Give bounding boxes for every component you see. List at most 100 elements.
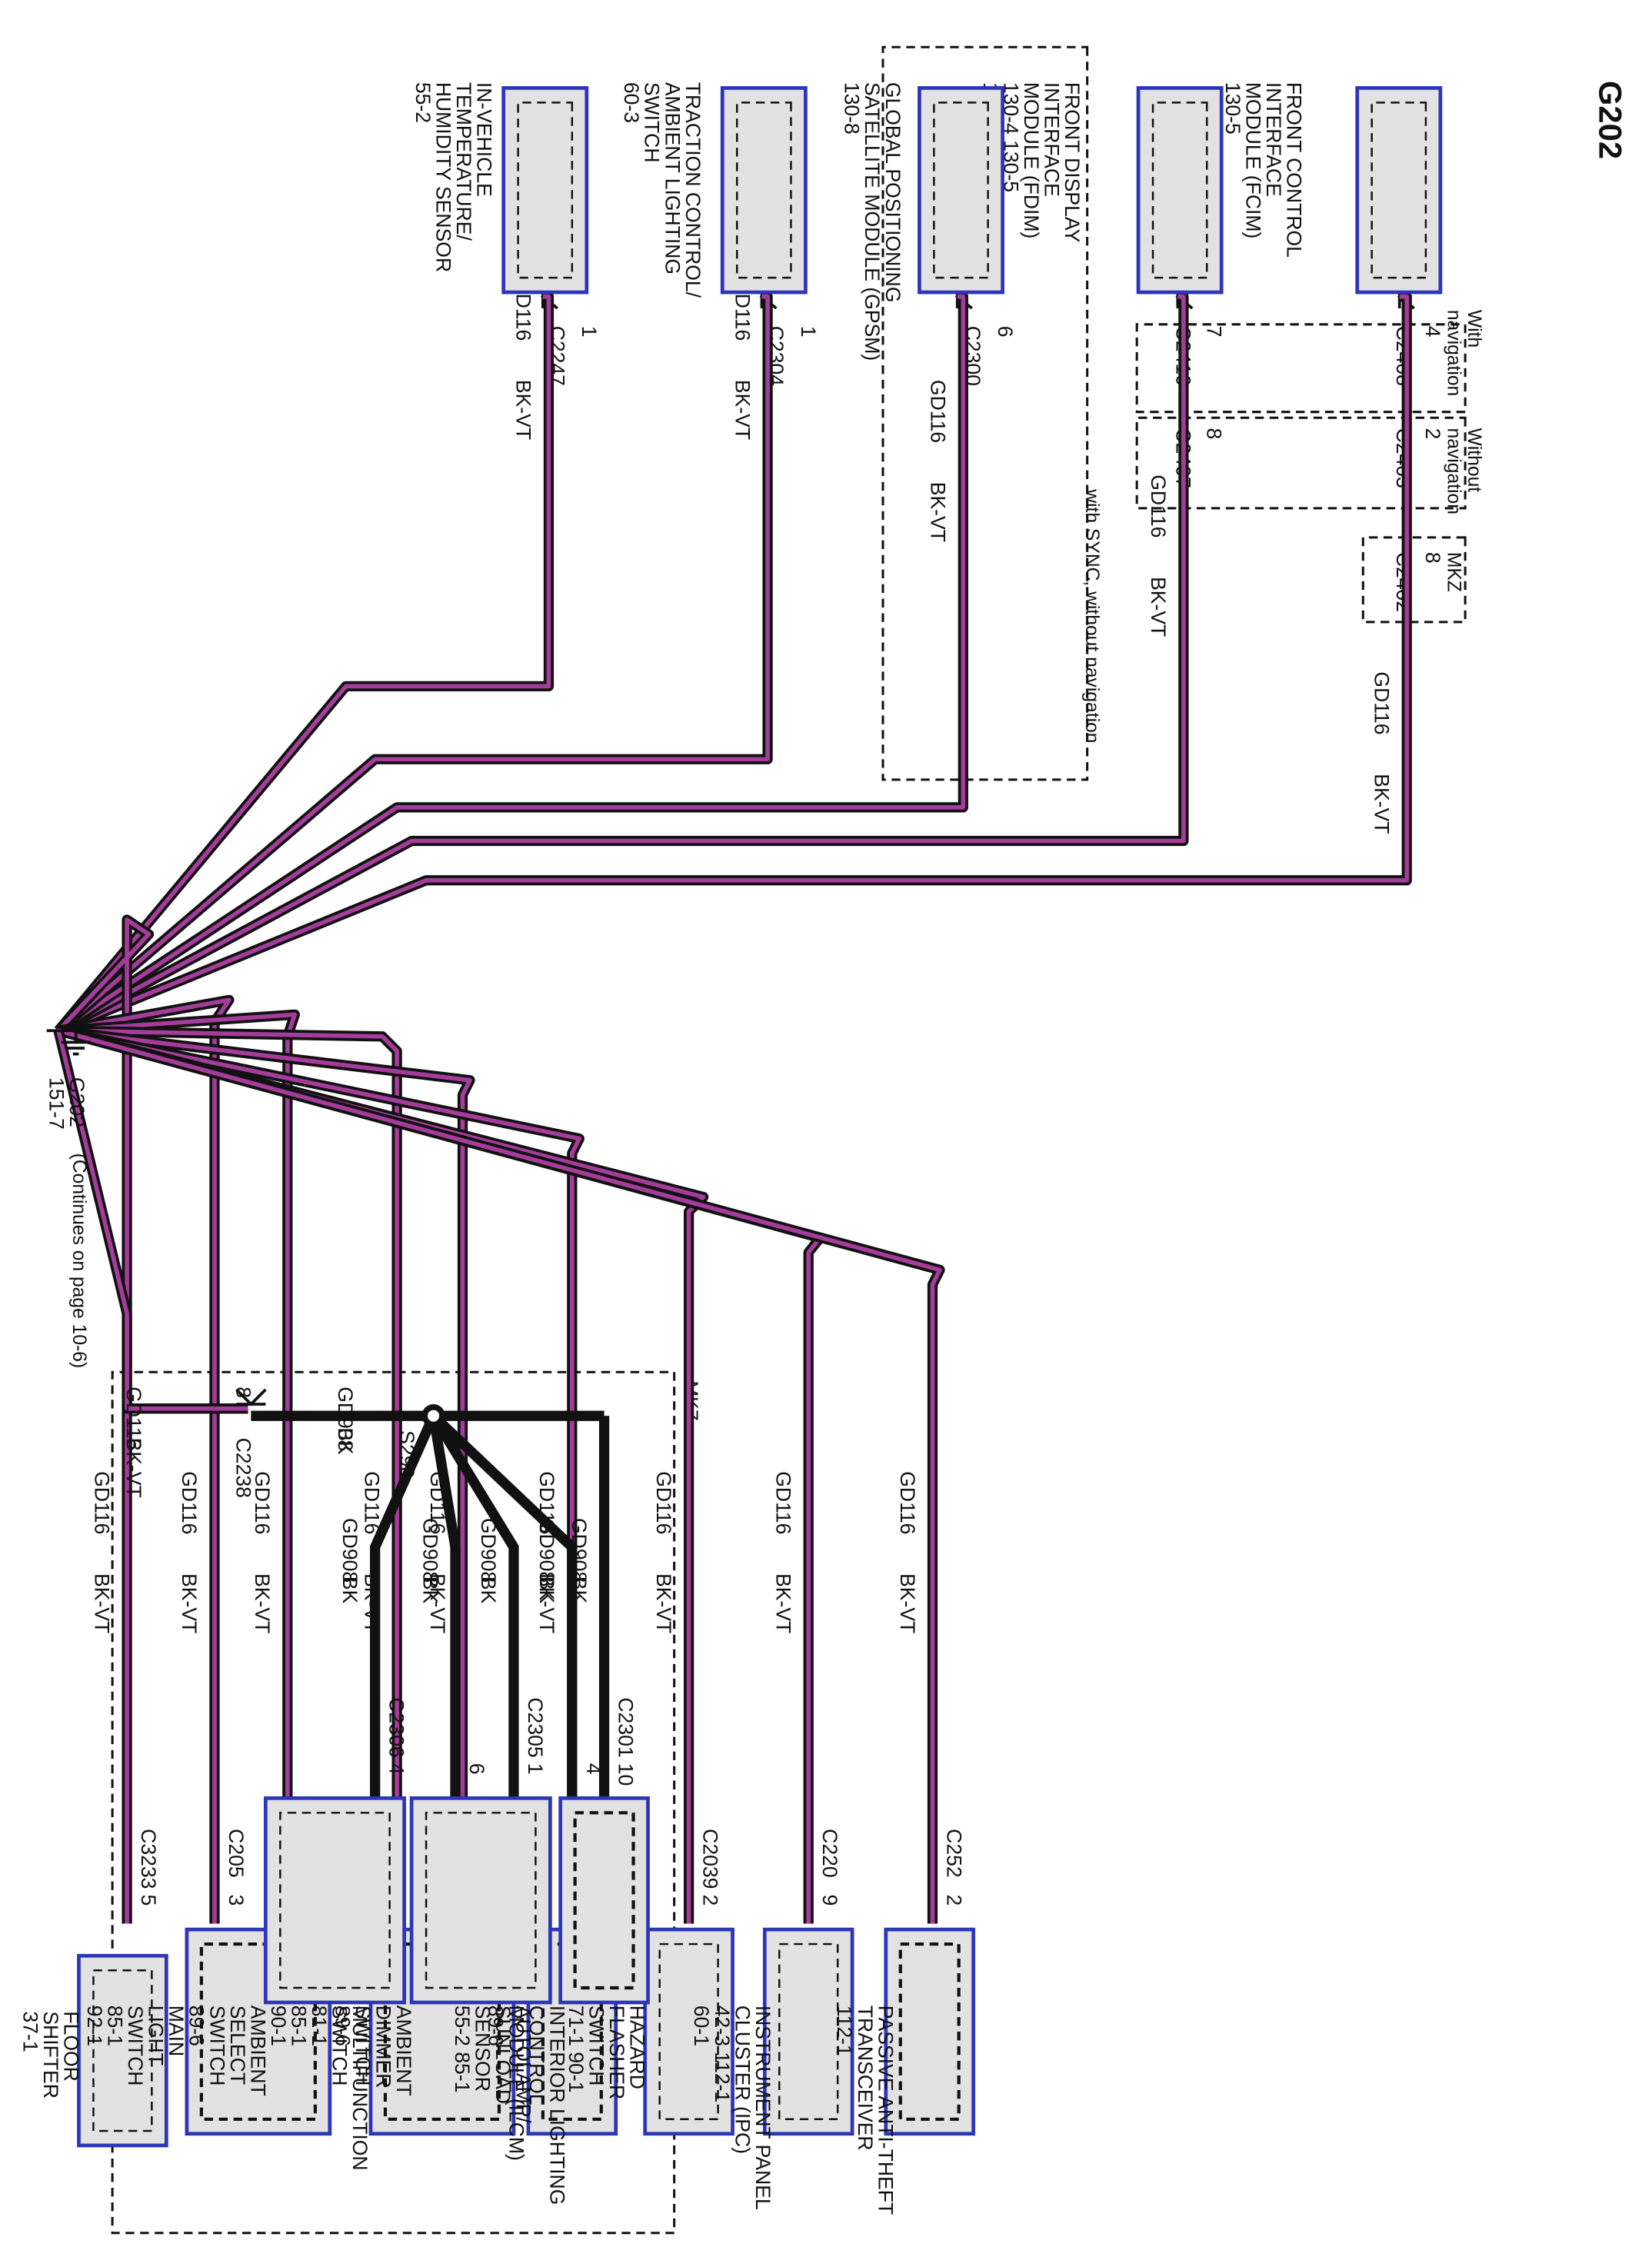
top-4-conn-0-pin: 1 [578,326,601,338]
bottom-module-0-name-line-2: 37-1 [18,2011,42,2052]
top-module-1-name-line-0: FRONT DISPLAY [1061,82,1084,243]
top-module-2-name-line-2: 130-8 [841,82,864,135]
bottom-module-5-name-line-3: 60-1 [690,2006,713,2046]
bottom-7-conn-0-id: C2301 [615,1697,638,1757]
top-module-4-name-line-3: 55-2 [411,82,435,123]
bottom-module-3-name-line-3: 55-2 85-1 [451,2006,474,2093]
top-module-0-name-line-2: MODULE (FCIM) [1241,82,1264,239]
bottom-module-5-name-line-2: 42-3 112-1 [711,2006,734,2102]
bottom-7-conn-0-pin: 10 [615,1763,638,1786]
top-wire-2-circuit: GD116 [927,380,950,443]
c2238-id: C2238 [231,1438,255,1498]
bottom-wire-0-circuit: GD116 [90,1471,113,1534]
wire-autolamp [57,1025,585,1924]
bottom-6-conn-0-pin: 2 [942,1895,965,1906]
bottom-module-5-name-line-1: CLUSTER (IPC) [731,2006,754,2154]
bottom-wire-7-circuit: GD116 [771,1471,794,1534]
splice-label: S290 [395,1430,418,1478]
bottom-0-conn-0-id: C3233 [137,1829,160,1889]
bottom-1-conn-0-pin: 3 [225,1895,248,1906]
top-0-conn-2-pin: 8 [1421,552,1444,564]
gd908-wire-1-color: BK [418,1576,441,1604]
wire-fcim [56,291,1412,1036]
top-wire-0-circuit: GD116 [1370,671,1393,734]
mkz-bottom-box [111,1370,676,2235]
bottom-module-1-name-line-3: 85-1 [103,2006,126,2046]
top-module-4-name-line-1: TEMPERATURE/ [452,82,475,241]
bottom-module-1-name-line-4: 92-1 [83,2006,106,2046]
top-wire-4-color: BK-VT [512,380,535,440]
bottom-1-conn-0-id: C205 [225,1829,248,1877]
bottom-module-1-name-line-1: LIGHT [145,2006,168,2066]
bottom-module-2-name-line-2: 81-1 [308,2006,331,2046]
wire-invehicle [54,291,555,1034]
gd908-wire-1-circuit: GD908 [418,1518,441,1583]
top-wire-1-circuit: GD116 [1147,474,1170,538]
bottom-module-0-name-line-0: FLOOR [59,2011,82,2081]
wire-floor-shifter [55,914,155,1924]
top-wire-2-color: BK-VT [927,482,950,542]
bottom-5-conn-0-pin: 9 [818,1895,841,1906]
top-module-0-name-line-3: 130-5 [1221,82,1244,135]
bottom-module-8-name-line-1: DIMMER [372,2006,395,2089]
bottom-module-6-name-line-1: TRANSCEIVER [854,2006,877,2151]
sync-variant-box [881,45,1089,781]
top-module-2-name-line-0: GLOBAL POSITIONING [881,82,904,303]
bottom-module-4-name-line-2: SWITCH [585,2006,608,2086]
bottom-wire-2-color: BK-VT [251,1573,274,1633]
bottom-module-7-name-line-1: CONTROL [525,2006,548,2106]
top-3-conn-0-pin: 1 [797,326,820,338]
bottom-wire-5-color: BK-VT [535,1573,558,1633]
bottom-module-2-name-line-4: 90-1 [267,2006,290,2046]
with-navigation-box [1135,323,1467,414]
mkz-label-top: MKZ [1443,552,1464,592]
bottom-module-6-name-line-2: 112-1 [833,2006,856,2056]
top-module-2-name-line-1: SATELLITE MODULE (GPSM) [861,82,884,361]
bottom-4-conn-0-id: C2039 [699,1829,722,1889]
bottom-module-7-name-line-0: INTERIOR LIGHTING [545,2006,568,2205]
top-module-1-name-line-1: INTERFACE [1041,82,1064,197]
bottom-wire-0-color: BK-VT [90,1573,113,1633]
without-navigation-label-1: Without [1464,428,1484,493]
gd908-wire-3-color: BK [535,1576,558,1604]
bottom-5-conn-0-id: C220 [818,1829,841,1877]
c2238-pin: 8 [231,1386,255,1398]
bottom-module-4-name-line-3: 71-1 90-1 [565,2006,588,2093]
bottom-module-4-name-line-0: HAZARD [626,2006,649,2089]
top-wire-3-color: BK-VT [731,380,754,440]
top-module-4-name-line-0: IN-VEHICLE [472,82,495,197]
with-navigation-label-2: navigation [1443,310,1464,396]
bottom-module-1-name-line-0: MAIN [165,2006,188,2056]
top-module-3-name-line-3: 60-3 [620,82,643,123]
wire-traction [55,291,773,1035]
bottom-module-4-name-line-1: FLASHER [605,2006,628,2099]
gd908-wire-2-circuit: GD908 [477,1518,500,1583]
bottom-wire-3-circuit: GD116 [360,1471,383,1534]
bottom-module-9-name-line-2: SWITCH [205,2006,228,2086]
ground-id: G202 [65,1077,88,1127]
top-module-0-name-line-1: INTERFACE [1262,82,1285,197]
bottom-module-8-name-line-2: SWITCH [351,2006,375,2086]
bottom-module-7-name-line-2: MODULE (ILCM) [505,2006,528,2161]
bottom-6-conn-0-id: C252 [942,1829,965,1877]
bottom-module-3-name-line-0: AUTOLAMP/ [512,2006,535,2124]
gd908-wire-0-color: BK [338,1576,361,1604]
ground-note: (Continues on page 10-6) [68,1153,89,1369]
top-module-0-name-line-0: FRONT CONTROL [1283,82,1306,258]
gd908-wire-0-circuit: GD908 [338,1518,361,1583]
top-wire-1-color: BK-VT [1147,577,1170,637]
gd908-wire-2-color: BK [477,1576,500,1604]
bottom-module-3-name-line-1: SUNLOAD [491,2006,515,2104]
bottom-wire-2-circuit: GD116 [251,1471,274,1534]
bottom-8-conn-0-id: C2305 [524,1697,547,1757]
bottom-wire-6-color: BK-VT [652,1573,675,1633]
with-navigation-label-1: With [1464,310,1484,348]
gd116-label-c2238: GD116 [122,1386,145,1450]
top-module-3-name-line-2: SWITCH [641,82,664,163]
